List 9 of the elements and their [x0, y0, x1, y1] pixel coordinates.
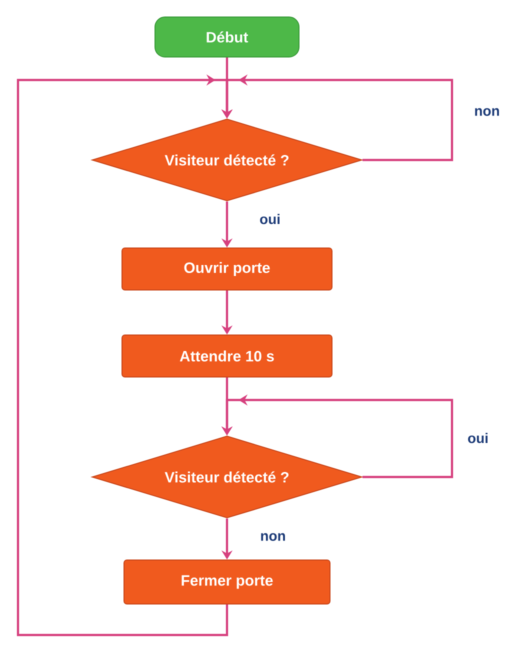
edge-label: non [475, 108, 499, 116]
arrow [16, 74, 233, 636]
process-box: Attendre 10 s [122, 334, 332, 378]
edge-label: oui [260, 214, 280, 224]
process-box: Ouvrir porte [122, 248, 332, 290]
start-box: Début [154, 16, 300, 58]
edge-label: non [261, 533, 285, 541]
edge-label: oui [468, 432, 488, 444]
process-box: Fermer porte [124, 560, 330, 604]
